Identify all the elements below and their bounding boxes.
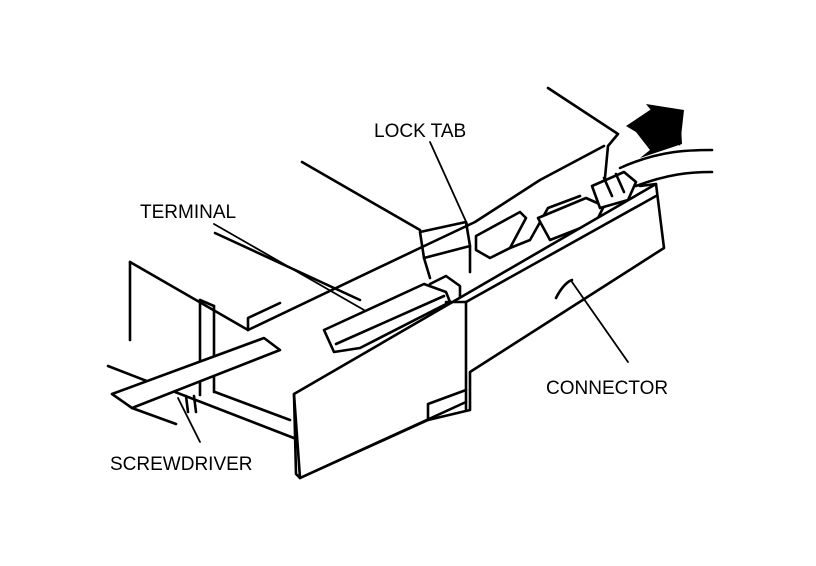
lock-tab xyxy=(468,194,582,274)
connector-label: CONNECTOR xyxy=(546,378,668,399)
connector-body xyxy=(292,182,666,480)
leader-lines xyxy=(177,141,629,443)
terminal-label: TERMINAL xyxy=(140,202,236,223)
screwdriver-label: SCREWDRIVER xyxy=(110,454,253,475)
base-frame xyxy=(106,260,332,454)
arrow-up-right-icon xyxy=(626,104,684,158)
terminal xyxy=(322,148,714,354)
lock-tab-label: LOCK TAB xyxy=(374,121,466,142)
screwdriver xyxy=(110,336,282,426)
